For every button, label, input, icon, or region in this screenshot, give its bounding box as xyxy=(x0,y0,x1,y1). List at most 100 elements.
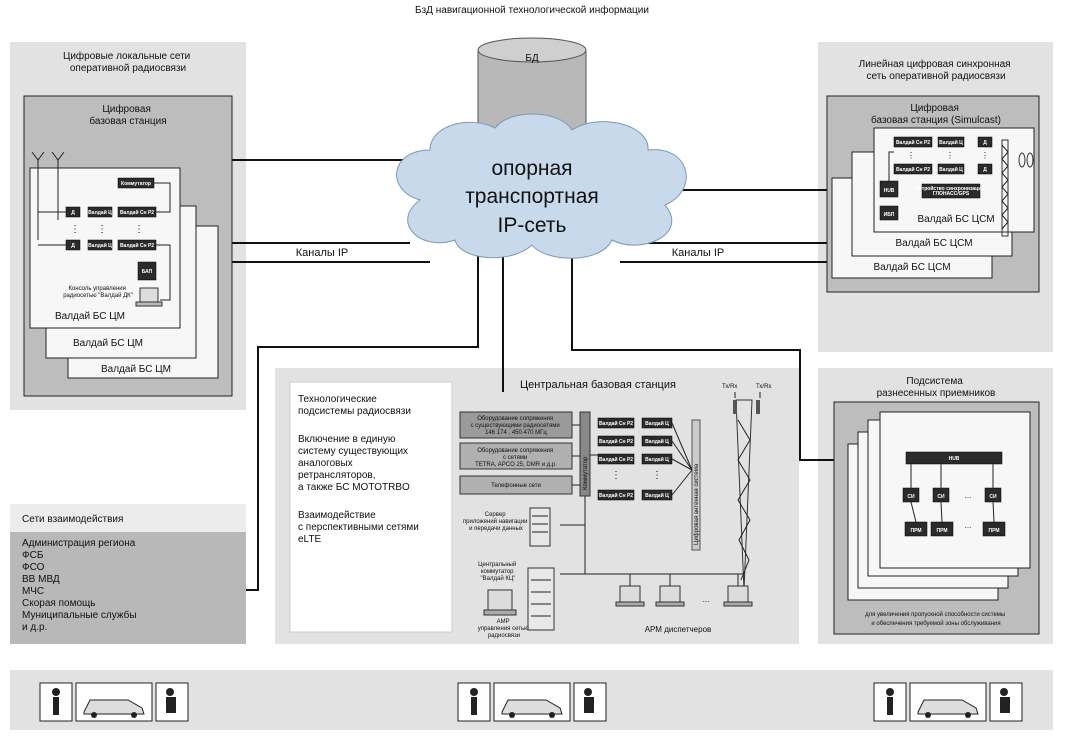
svg-text:ПРМ: ПРМ xyxy=(910,528,921,534)
central-switch-icon xyxy=(527,567,555,631)
svg-text:ФСО: ФСО xyxy=(22,562,45,573)
dispatcher-label: АРМ диспетчеров xyxy=(645,625,712,634)
svg-text:Валдай Сн Р2: Валдай Сн Р2 xyxy=(120,242,154,249)
left-antenna-icon xyxy=(31,151,65,240)
right-panel-title: Линейная цифровая синхронная сеть операт… xyxy=(859,58,1014,82)
svg-text:...: ... xyxy=(703,595,710,604)
right-station-devices: Валдай Сн Р2 Валдай Ц Д ⋮ ⋮ ⋮ Валдай Сн … xyxy=(879,136,993,221)
svg-text:⋮: ⋮ xyxy=(611,470,621,481)
cloud-line-2: транспортная xyxy=(465,185,599,208)
cloud-line-1: опорная xyxy=(491,157,572,180)
interaction-list: Администрация региона ФСБ ФСО ВВ МВД МЧС… xyxy=(22,538,137,633)
svg-text:Д: Д xyxy=(71,243,75,249)
svg-text:Валдай Ц: Валдай Ц xyxy=(88,242,112,249)
console-label: Консоль управления радиосетью "Валдай ДК… xyxy=(63,286,133,299)
tower-icon: Тх/Rх Тх/Rх xyxy=(722,384,771,591)
operator-icon xyxy=(166,688,174,696)
svg-text:Валдай Сн Р2: Валдай Сн Р2 xyxy=(599,420,633,427)
svg-text:Валдай Ц: Валдай Ц xyxy=(645,420,669,427)
console-icon xyxy=(135,287,163,307)
svg-text:Муниципальные службы: Муниципальные службы xyxy=(22,609,137,621)
left-stack-label-1: Валдай БС ЦМ xyxy=(55,311,125,322)
center-text-p3: Взаимодействие с перспективными сетями e… xyxy=(298,510,422,545)
svg-text:Валдай Сн Р2: Валдай Сн Р2 xyxy=(599,456,633,463)
svg-text:Валдай Ц: Валдай Ц xyxy=(645,438,669,445)
receivers-note: для увеличения пропускной способности си… xyxy=(865,611,1007,627)
svg-text:ВВ МВД: ВВ МВД xyxy=(22,574,60,585)
svg-text:Д: Д xyxy=(71,210,75,216)
svg-text:⋮: ⋮ xyxy=(70,224,80,235)
svg-text:Валдай Ц: Валдай Ц xyxy=(88,209,112,216)
arm-network-icon xyxy=(483,589,517,616)
svg-text:Оборудование сопряжения: Оборудование сопряжения с сетями TETRA, … xyxy=(475,448,557,468)
center-text-p2: Включение в единую систему существующих … xyxy=(298,434,411,493)
db-label: БД xyxy=(525,53,539,64)
server-label: Сервер приложений навигации и передачи д… xyxy=(463,512,529,532)
svg-text:Телефонные сети: Телефонные сети xyxy=(491,483,541,489)
svg-text:Д: Д xyxy=(983,140,987,146)
svg-text:Цифровая базовая станция (: Цифровая базовая станция (Simulcast) xyxy=(871,102,1001,126)
svg-text:Оборудование сопряжения: Оборудование сопряжения с существующими … xyxy=(471,416,562,436)
left-stack-label-2: Валдай БС ЦМ xyxy=(73,338,143,349)
svg-text:Цифровая базовая станция: Цифровая базовая станция xyxy=(89,103,166,127)
svg-text:Скорая помощь: Скорая помощь xyxy=(22,598,95,609)
svg-text:Валдай Ц: Валдай Ц xyxy=(645,492,669,499)
svg-text:Коммутатор: Коммутатор xyxy=(121,181,151,187)
svg-text:ПРМ: ПРМ xyxy=(988,528,999,534)
left-stack-label-3: Валдай БС ЦМ xyxy=(101,364,171,375)
svg-text:Валдай Сн Р2: Валдай Сн Р2 xyxy=(599,492,633,499)
center-text-box xyxy=(289,381,453,633)
center-equipment: Оборудование сопряжения с существующими … xyxy=(459,411,745,575)
right-antenna-icon xyxy=(1001,139,1034,237)
svg-text:Тх/Rх: Тх/Rх xyxy=(756,384,771,390)
svg-text:HUB: HUB xyxy=(949,456,960,462)
svg-text:⋮: ⋮ xyxy=(97,224,107,235)
central-switch-label: Центральный коммутатор "Валдай КЦ" xyxy=(478,561,518,582)
users-group-right xyxy=(873,682,1023,722)
receivers-title: Подсистема разнесенных приемников xyxy=(877,376,996,399)
svg-text:Цифровая антенная система: Цифровая антенная система xyxy=(694,463,700,545)
svg-text:МЧС: МЧС xyxy=(22,586,44,597)
svg-text:ПРМ: ПРМ xyxy=(936,528,947,534)
svg-text:Валдай Сн Р2: Валдай Сн Р2 xyxy=(599,438,633,445)
svg-text:Администрация региона: Администрация региона xyxy=(22,538,136,549)
svg-text:ФСБ: ФСБ xyxy=(22,550,44,561)
cloud-line-3: IP-сеть xyxy=(498,214,567,237)
receivers-devices: HUB СИ СИ ... СИ ПРМ ПРМ ... ПРМ xyxy=(902,451,1006,537)
svg-text:Д: Д xyxy=(983,167,987,173)
svg-text:...: ... xyxy=(965,491,972,500)
users-group-center xyxy=(457,682,607,722)
svg-text:СИ: СИ xyxy=(907,494,915,500)
interaction-title: Сети взаимодействия xyxy=(22,514,123,525)
svg-text:⋮: ⋮ xyxy=(946,151,954,160)
right-stack-label-1: Валдай БС ЦСМ xyxy=(917,214,994,225)
center-title: Центральная базовая станция xyxy=(520,379,676,391)
arm-network-label: АМР управления сетью радиосвязи xyxy=(478,619,531,639)
svg-text:СИ: СИ xyxy=(989,494,997,500)
svg-text:Тх/Rх: Тх/Rх xyxy=(722,384,737,390)
left-panel-title: Цифровые локальные сети оперативной ради… xyxy=(63,50,193,74)
svg-text:⋮: ⋮ xyxy=(907,151,915,160)
right-stack-label-2: Валдай БС ЦСМ xyxy=(895,238,972,249)
ip-network-cloud: опорная транспортная IP-сеть xyxy=(396,113,687,259)
server-icon xyxy=(529,507,551,547)
left-station-devices: Коммутатор Д Валдай Ц Валдай Сн Р2 ⋮ ⋮ ⋮… xyxy=(38,177,171,301)
svg-text:Валдай Ц: Валдай Ц xyxy=(939,139,963,146)
svg-text:Валдай Ц: Валдай Ц xyxy=(939,166,963,173)
center-text-p1: Технологические подсистемы радиосвязи xyxy=(298,394,411,417)
svg-text:БАП: БАП xyxy=(142,269,153,275)
svg-text:Устройство синхронизации: Устройство синхронизации ГЛОНАСС/GPS xyxy=(916,185,986,197)
svg-text:Валдай Ц: Валдай Ц xyxy=(645,456,669,463)
svg-text:⋮: ⋮ xyxy=(134,224,144,235)
channels-label-left: Каналы IP xyxy=(296,247,349,259)
dispatcher-workstations-icon: ... xyxy=(615,574,753,607)
svg-text:Валдай Сн Р2: Валдай Сн Р2 xyxy=(896,139,930,146)
svg-text:ИБП: ИБП xyxy=(884,212,895,218)
right-stack-label-3: Валдай БС ЦСМ xyxy=(873,262,950,273)
users-group-left xyxy=(39,682,189,722)
svg-text:⋮: ⋮ xyxy=(981,151,989,160)
channels-label-right: Каналы IP xyxy=(672,247,725,259)
svg-text:⋮: ⋮ xyxy=(652,470,662,481)
svg-text:и д.р.: и д.р. xyxy=(22,622,47,633)
